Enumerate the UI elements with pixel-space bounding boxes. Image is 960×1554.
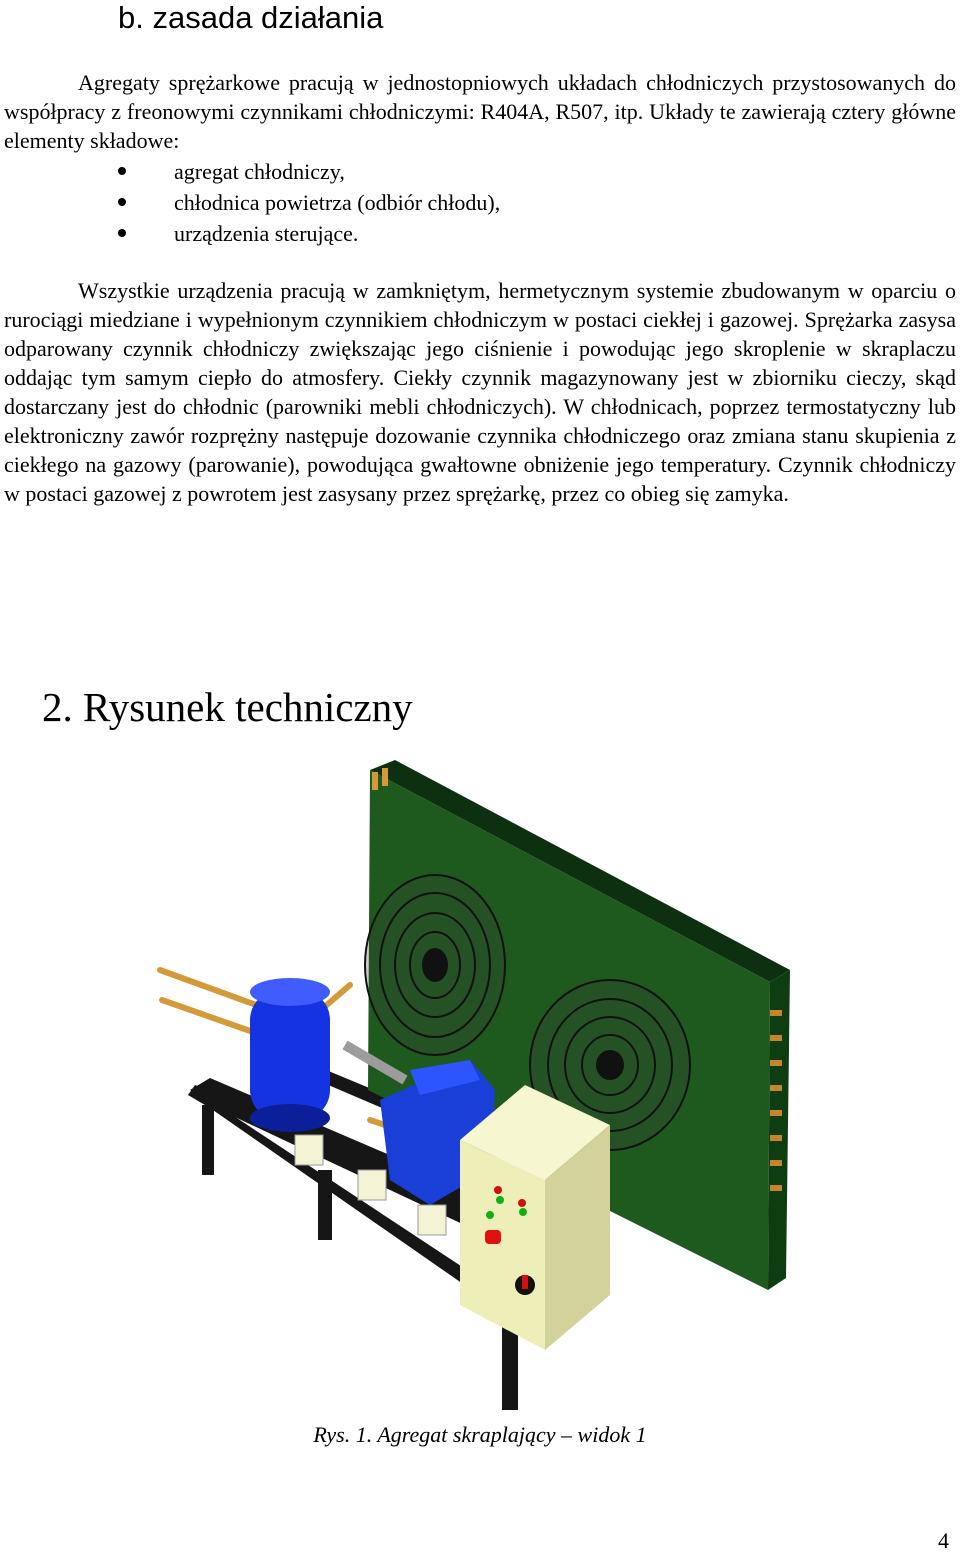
- pressure-switches: [294, 1134, 447, 1236]
- list-item: chłodnica powietrza (odbiór chłodu),: [118, 187, 500, 218]
- fan-guard: [364, 874, 506, 1056]
- liquid-receiver: [250, 978, 330, 1132]
- paragraph-intro: Agregaty sprężarkowe pracują w jednostop…: [4, 70, 956, 153]
- subsection-heading: b. zasada działania: [118, 0, 384, 35]
- paragraph-description: Wszystkie urządzenia pracują w zamknięty…: [4, 278, 956, 506]
- condenser-panel: [368, 760, 790, 1290]
- page-number: 4: [938, 1528, 949, 1553]
- list-item: agregat chłodniczy,: [118, 156, 500, 187]
- list-item: urządzenia sterujące.: [118, 218, 500, 249]
- components-list: agregat chłodniczy, chłodnica powietrza …: [118, 156, 500, 249]
- figure-caption: Rys. 1. Agregat skraplający – widok 1: [313, 1422, 647, 1447]
- condensing-unit-illustration: [157, 760, 790, 1410]
- suction-line: [342, 1040, 408, 1085]
- control-box: [460, 1085, 610, 1350]
- section-heading: 2. Rysunek techniczny: [42, 684, 413, 730]
